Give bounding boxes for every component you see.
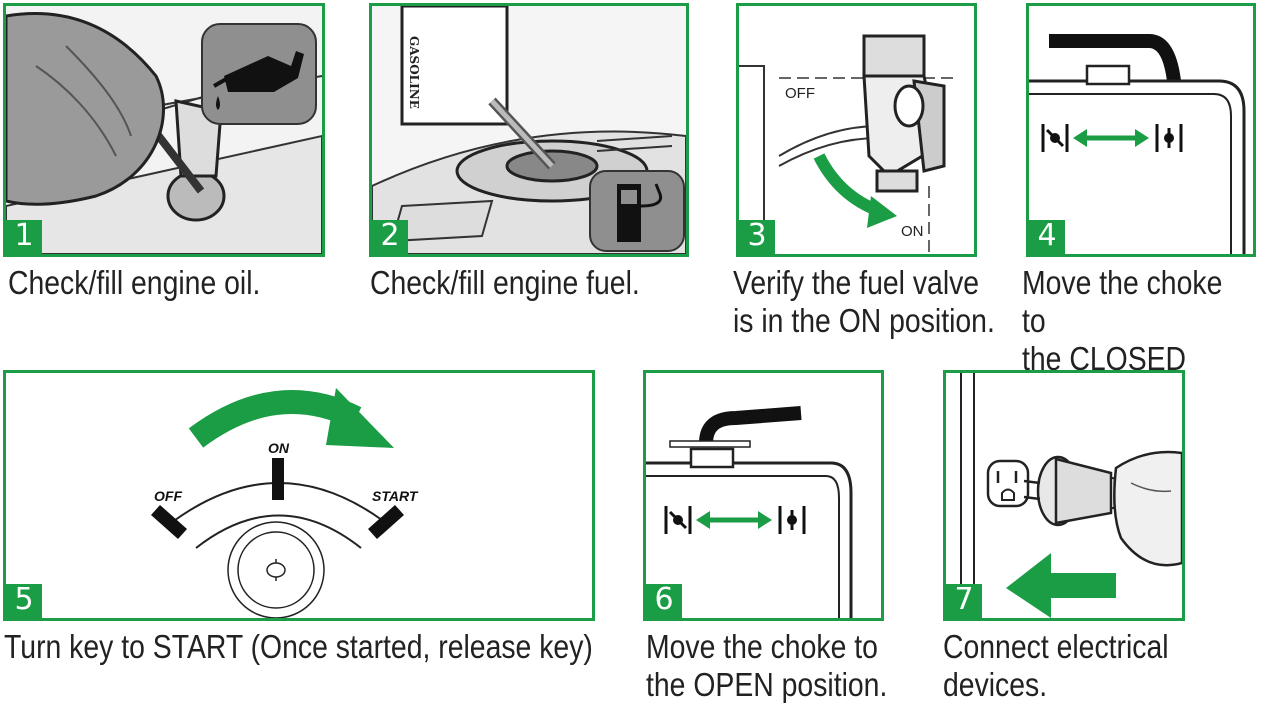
step-4-panel: 4 [1026,3,1256,257]
valve-off-label: OFF [785,85,815,102]
step-1-caption: Check/fill engine oil. [8,264,261,301]
choke-closed-illustration [1029,6,1253,254]
choke-open-illustration [646,373,881,618]
step-number: 2 [372,220,408,254]
key-start-label: START [372,488,419,504]
fuel-filling-illustration: GASOLINE [372,6,686,254]
step-number: 3 [739,220,775,254]
plug-in-illustration [946,373,1182,618]
ignition-key-illustration: ON OFF START [6,373,592,618]
valve-on-label: ON [901,223,924,240]
step-3-panel: OFF ON 3 [736,3,977,257]
step-5-caption: Turn key to START (Once started, release… [4,628,593,665]
step-6-caption: Move the choke to the OPEN position. [646,628,888,703]
step-number: 1 [6,220,42,254]
gasoline-label: GASOLINE [407,36,421,109]
step-6-panel: 6 [643,370,884,621]
oil-dipstick-illustration [6,6,322,254]
step-2-panel: GASOLINE 2 [369,3,689,257]
fuel-valve-illustration: OFF ON [739,6,974,254]
step-number: 4 [1029,220,1065,254]
step-3-caption: Verify the fuel valve is in the ON posit… [733,264,995,339]
step-7-panel: 7 [943,370,1185,621]
step-5-panel: ON OFF START 5 [3,370,595,621]
key-on-label: ON [268,440,290,456]
choke-symbols [1041,124,1183,152]
step-number: 6 [646,584,682,618]
step-7-caption: Connect electrical devices. [943,628,1169,703]
step-2-caption: Check/fill engine fuel. [370,264,640,301]
step-number: 5 [6,584,42,618]
step-1-panel: 1 [3,3,325,257]
step-number: 7 [946,584,982,618]
key-off-label: OFF [154,488,182,504]
choke-symbols [664,506,806,534]
